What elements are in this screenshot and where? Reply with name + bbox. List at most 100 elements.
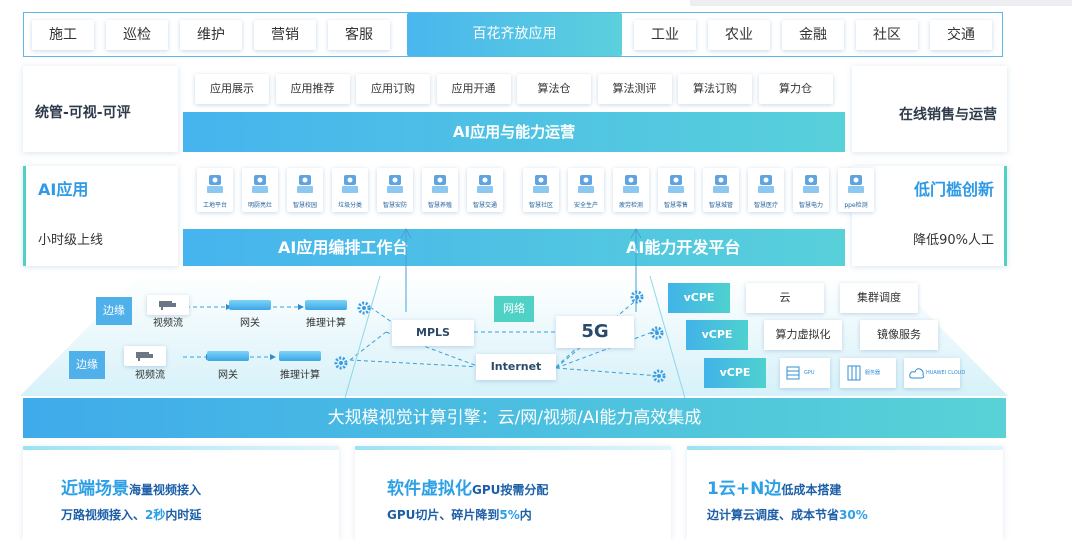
scene-item: 工业 bbox=[634, 20, 696, 50]
app-label: 明厨亮灶 bbox=[247, 202, 272, 209]
app-icon bbox=[578, 175, 594, 193]
feature-small: 海量视频接入 bbox=[129, 483, 202, 497]
gpu-label: GPU bbox=[804, 370, 815, 376]
feature-small: 低成本搭建 bbox=[781, 483, 842, 497]
app-icon bbox=[668, 175, 684, 193]
server-icon bbox=[847, 365, 861, 381]
inference-device-icon bbox=[305, 300, 347, 310]
camera-node bbox=[147, 295, 189, 315]
ai-app-tile[interactable]: 智慧医疗 bbox=[748, 168, 784, 212]
feature-detail: 万路视频接入、2秒内时延 bbox=[61, 506, 339, 523]
scene-item: 客服 bbox=[328, 20, 390, 50]
app-icon bbox=[623, 175, 639, 193]
gear-icon bbox=[334, 356, 348, 370]
app-tab[interactable]: 应用展示 bbox=[195, 74, 269, 104]
app-tab[interactable]: 算法订购 bbox=[678, 74, 752, 104]
camera-icon bbox=[136, 352, 153, 361]
feature-detail-highlight: 2秒 bbox=[145, 508, 166, 522]
app-tab[interactable]: 算力仓 bbox=[758, 74, 833, 104]
vcpe-node: vCPE bbox=[704, 358, 766, 388]
feature-detail: GPU切片、碎片降到5%内 bbox=[387, 506, 671, 523]
gateway-device-icon bbox=[207, 351, 249, 361]
ai-app-tile[interactable]: 智慧电力 bbox=[793, 168, 829, 212]
ai-app-tile[interactable]: 智慧零售 bbox=[658, 168, 694, 212]
camera-label: 视频流 bbox=[135, 370, 165, 381]
huawei-cloud-node: HUAWEI CLOUD bbox=[904, 358, 965, 388]
scene-item: 巡检 bbox=[106, 20, 168, 50]
vcpe-node: vCPE bbox=[668, 283, 730, 313]
feature-detail-b: 内时延 bbox=[165, 508, 202, 522]
scene-item: 金融 bbox=[782, 20, 844, 50]
app-tab[interactable]: 应用推荐 bbox=[275, 74, 350, 104]
ai-app-tile[interactable]: 安全生产 bbox=[568, 168, 604, 212]
gateway-label: 网关 bbox=[240, 318, 260, 329]
ai-app-tile[interactable]: 明厨亮灶 bbox=[242, 168, 278, 212]
feature-detail-a: GPU切片、碎片降到 bbox=[387, 508, 500, 522]
scene-item: 施工 bbox=[32, 20, 94, 50]
app-label: 疲劳检测 bbox=[618, 202, 643, 209]
app-label: 安全生产 bbox=[573, 202, 598, 209]
feature-detail: 边计算云调度、成本节省30% bbox=[707, 506, 1003, 523]
gear-icon bbox=[652, 369, 666, 383]
feature-headline: 软件虚拟化GPU按需分配 bbox=[387, 474, 671, 499]
scene-item: 交通 bbox=[930, 20, 992, 50]
scene-item: 营销 bbox=[254, 20, 316, 50]
5g-node: 5G bbox=[556, 316, 634, 348]
internet-node: Internet bbox=[476, 354, 556, 380]
app-tab[interactable]: 应用订购 bbox=[356, 74, 430, 104]
ai-app-tile[interactable]: 智慧养殖 bbox=[422, 168, 458, 212]
compute-virtualization-node: 算力虚拟化 bbox=[764, 320, 842, 350]
ai-app-tile[interactable]: 疲劳检测 bbox=[613, 168, 649, 212]
vcpe-node: vCPE bbox=[686, 320, 748, 350]
mpls-node: MPLS bbox=[392, 320, 474, 346]
left-panel-mid: AI应用 小时级上线 bbox=[23, 166, 178, 266]
app-label: 智慧医疗 bbox=[753, 202, 778, 209]
gateway-device-icon bbox=[229, 300, 271, 310]
app-label: 智慧养殖 bbox=[427, 202, 452, 209]
feature-headline: 近端场景海量视频接入 bbox=[61, 474, 339, 499]
app-icon bbox=[342, 175, 358, 193]
app-label: 智慧零售 bbox=[663, 202, 688, 209]
camera-node bbox=[124, 346, 166, 366]
right-panel-mid-sub: 降低90%人工 bbox=[913, 233, 994, 248]
app-label: 智慧安防 bbox=[382, 202, 407, 209]
app-tab[interactable]: 应用开通 bbox=[436, 74, 511, 104]
right-panel-mid-title: 低门槛创新 bbox=[913, 180, 994, 199]
scene-item: 维护 bbox=[180, 20, 242, 50]
cloud-icon bbox=[909, 368, 925, 379]
feature-big: 1云+N边 bbox=[707, 479, 782, 499]
app-icon bbox=[803, 175, 819, 193]
app-label: ppe检测 bbox=[844, 202, 868, 209]
server-label: 服务器 bbox=[865, 370, 881, 376]
ai-app-tile[interactable]: 智慧交通 bbox=[467, 168, 503, 212]
gpu-node: GPU bbox=[780, 358, 830, 388]
feature-big: 近端场景 bbox=[61, 479, 129, 499]
app-label: 智慧交通 bbox=[472, 202, 497, 209]
left-panel-mid-sub: 小时级上线 bbox=[38, 233, 104, 248]
app-icon bbox=[297, 175, 313, 193]
app-label: 垃圾分类 bbox=[337, 202, 362, 209]
orchestration-label: AI应用编排工作台 bbox=[278, 238, 409, 257]
ai-app-tile[interactable]: 智慧城管 bbox=[703, 168, 739, 212]
ai-app-tile[interactable]: 垃圾分类 bbox=[332, 168, 368, 212]
ai-app-tile[interactable]: 智慧社区 bbox=[523, 168, 559, 212]
huawei-cloud-label: HUAWEI CLOUD bbox=[926, 370, 966, 376]
app-tab[interactable]: 算法仓 bbox=[517, 74, 591, 104]
feature-big: 软件虚拟化 bbox=[387, 479, 472, 499]
app-icon bbox=[477, 175, 493, 193]
ai-app-tile[interactable]: 工地平台 bbox=[197, 168, 233, 212]
feature-card-accent bbox=[355, 446, 671, 450]
app-icon bbox=[252, 175, 268, 193]
app-tab[interactable]: 算法测评 bbox=[597, 74, 672, 104]
ai-app-tile[interactable]: ppe检测 bbox=[838, 168, 874, 212]
edge-tag: 边缘 bbox=[69, 351, 105, 379]
gpu-icon bbox=[786, 366, 800, 380]
app-icon bbox=[432, 175, 448, 193]
scenario-bar: 施工 巡检 维护 营销 客服 百花齐放应用 工业 农业 金融 社区 交通 bbox=[23, 12, 1003, 57]
feature-card-accent bbox=[23, 446, 339, 450]
ai-app-tile[interactable]: 智慧安防 bbox=[377, 168, 413, 212]
right-panel-mid: 低门槛创新 降低90%人工 bbox=[852, 166, 1007, 266]
left-panel-top-title: 统管-可视-可评 bbox=[35, 105, 131, 121]
ai-app-tile[interactable]: 智慧校园 bbox=[287, 168, 323, 212]
